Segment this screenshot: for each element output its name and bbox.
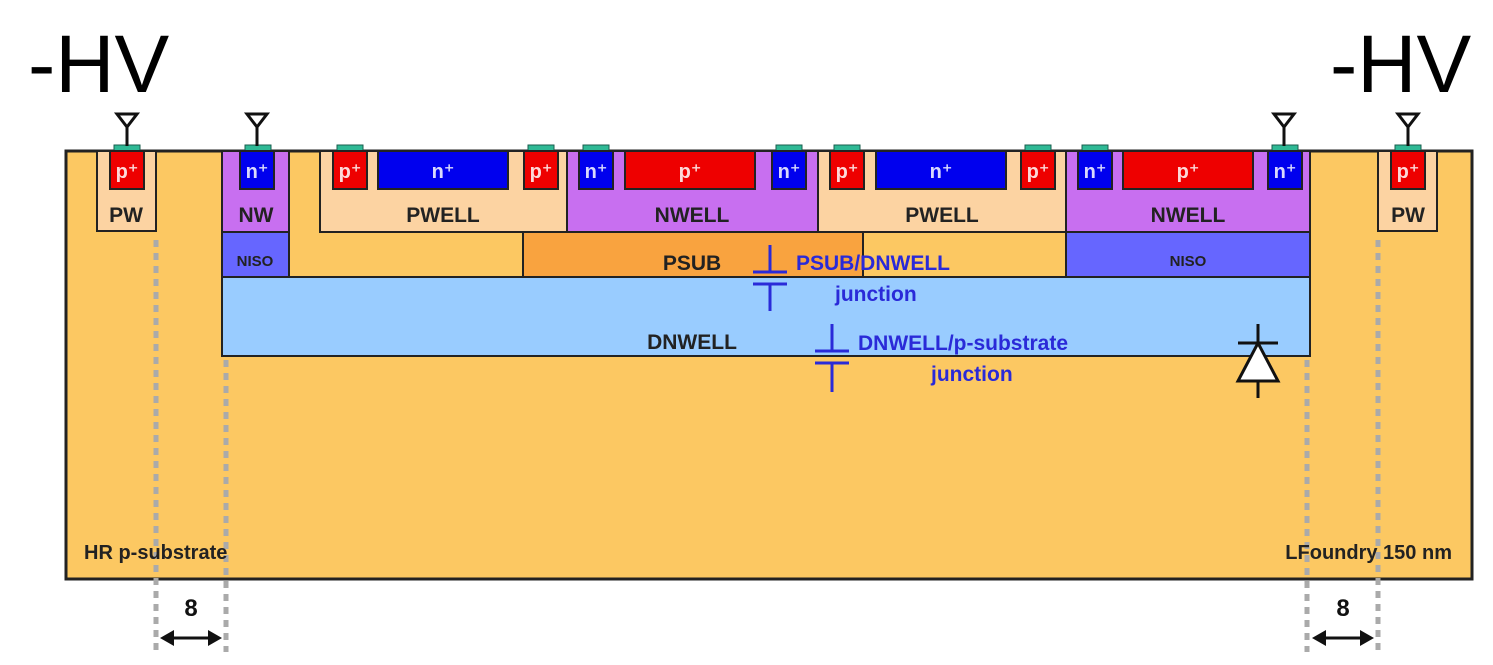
terminal-icon <box>1394 112 1422 146</box>
pplus-label: p⁺ <box>1027 161 1050 183</box>
nplus-label: n⁺ <box>432 161 455 183</box>
dnwell-label: DNWELL <box>647 331 737 354</box>
niso-right-label: NISO <box>1170 253 1207 270</box>
diode-icon <box>1235 324 1281 398</box>
implant-pplus-4-wide: p⁺ <box>1122 150 1254 190</box>
implant-nplus-nw: n⁺ <box>239 150 275 190</box>
implant-nplus-2a: n⁺ <box>578 150 614 190</box>
implant-pplus-3a: p⁺ <box>829 150 865 190</box>
niso-left-label: NISO <box>237 253 274 270</box>
pplus-label: p⁺ <box>1177 161 1200 183</box>
substrate-label: HR p-substrate <box>84 542 227 564</box>
pplus-label: p⁺ <box>836 161 859 183</box>
implant-pplus-1a: p⁺ <box>332 150 368 190</box>
implant-nplus-3-wide: n⁺ <box>875 150 1007 190</box>
implant-pplus-pw-left: p⁺ <box>109 150 145 190</box>
dimension-arrow-right <box>1312 630 1374 646</box>
niso-left <box>221 231 290 278</box>
psub-dnwell-junction-line1: PSUB/DNWELL <box>796 252 950 275</box>
pw-right-label: PW <box>1391 204 1425 227</box>
psub-label: PSUB <box>663 252 721 275</box>
pplus-label: p⁺ <box>679 161 702 183</box>
psub-dnwell-junction-line2: junction <box>834 283 917 306</box>
dimension-arrow-left <box>160 630 222 646</box>
nwell-1-label: NWELL <box>655 204 730 227</box>
nplus-label: n⁺ <box>778 161 801 183</box>
capacitor-icon <box>815 324 849 392</box>
pplus-label: p⁺ <box>530 161 553 183</box>
capacitor-icon <box>753 245 787 311</box>
implant-pplus-pw-right: p⁺ <box>1390 150 1426 190</box>
nplus-label: n⁺ <box>246 161 269 183</box>
dnwell-region <box>221 276 1311 357</box>
nplus-label: n⁺ <box>1084 161 1107 183</box>
nwell-2-label: NWELL <box>1151 204 1226 227</box>
nw-label: NW <box>239 204 274 227</box>
pplus-label: p⁺ <box>1397 161 1420 183</box>
pw-left-label: PW <box>109 204 143 227</box>
pplus-label: p⁺ <box>116 161 139 183</box>
terminal-icon <box>113 112 141 146</box>
implant-pplus-1b: p⁺ <box>523 150 559 190</box>
niso-right <box>1065 231 1311 278</box>
dimension-label-left: 8 <box>184 595 197 622</box>
implant-nplus-2b: n⁺ <box>771 150 807 190</box>
hv-label-left: -HV <box>28 19 170 110</box>
nplus-label: n⁺ <box>1274 161 1297 183</box>
terminal-icon <box>1270 112 1298 146</box>
pplus-label: p⁺ <box>339 161 362 183</box>
dimension-label-right: 8 <box>1336 595 1349 622</box>
contact-strips <box>113 144 1422 153</box>
foundry-label: LFoundry 150 nm <box>1285 542 1452 564</box>
nplus-label: n⁺ <box>585 161 608 183</box>
hv-label-right: -HV <box>1330 19 1472 110</box>
implant-pplus-2-wide: p⁺ <box>624 150 756 190</box>
implant-pplus-3b: p⁺ <box>1020 150 1056 190</box>
implant-nplus-4b: n⁺ <box>1267 150 1303 190</box>
dnwell-substrate-junction-line1: DNWELL/p-substrate <box>858 332 1068 355</box>
implant-nplus-4a: n⁺ <box>1077 150 1113 190</box>
terminal-icon <box>243 112 271 146</box>
pwell-2-label: PWELL <box>905 204 979 227</box>
pwell-1-label: PWELL <box>406 204 480 227</box>
nplus-label: n⁺ <box>930 161 953 183</box>
dimension-guides <box>153 240 1381 652</box>
terminal-symbols <box>113 112 1422 146</box>
implant-nplus-1-wide: n⁺ <box>377 150 509 190</box>
dnwell-substrate-junction-line2: junction <box>930 363 1013 386</box>
